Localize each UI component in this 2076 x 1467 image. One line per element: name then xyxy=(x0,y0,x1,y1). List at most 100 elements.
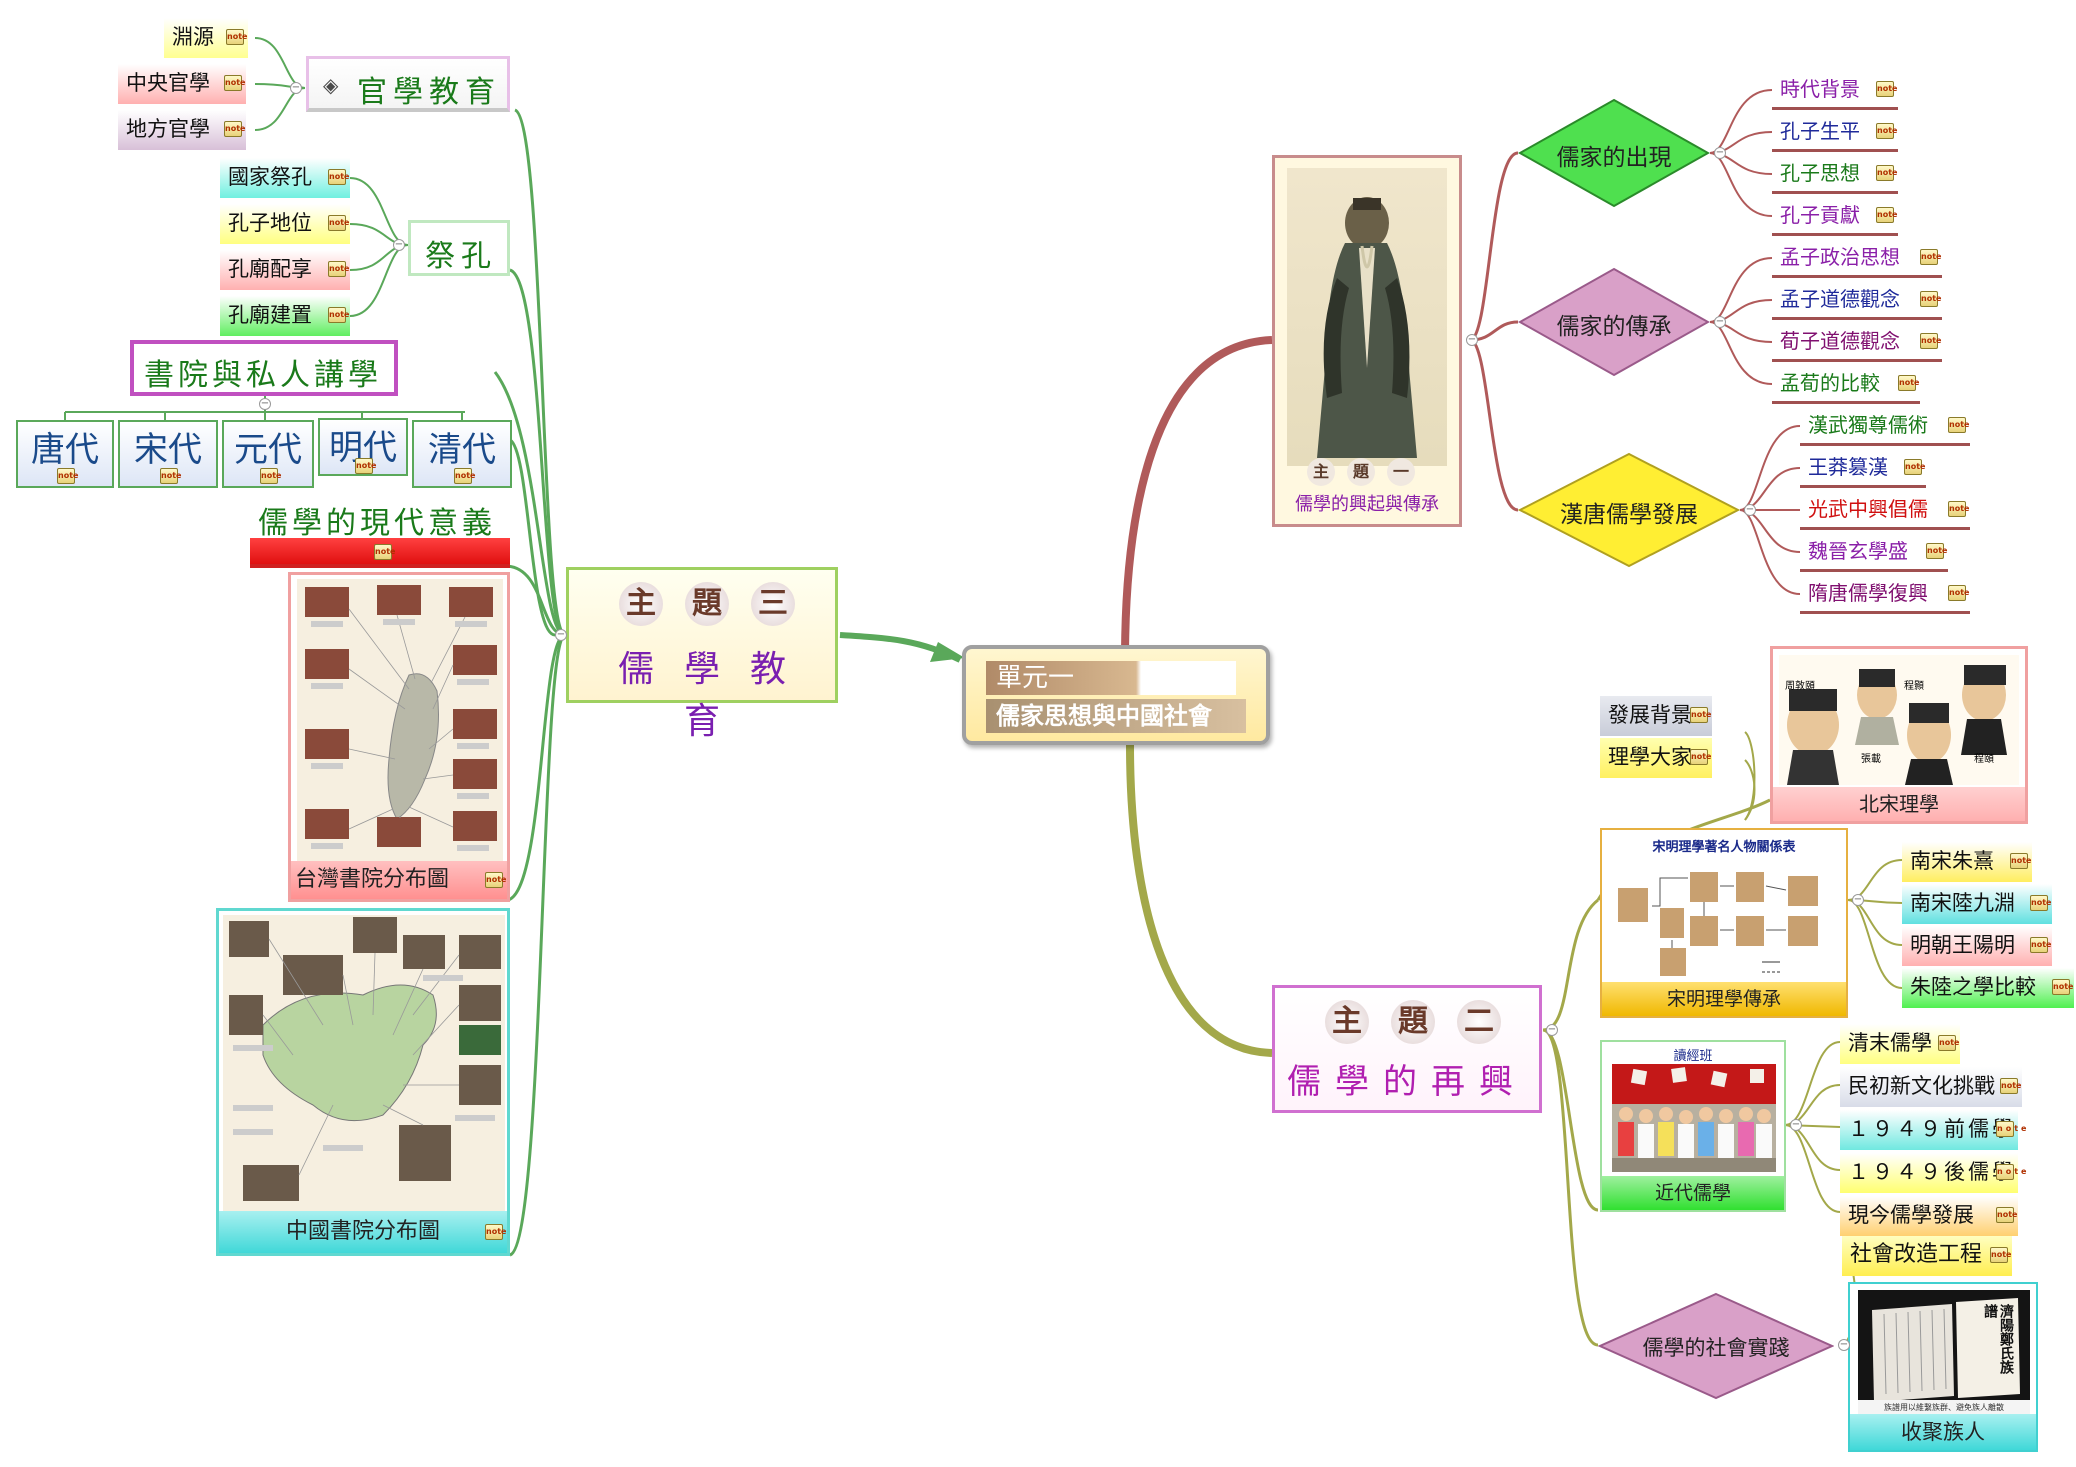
note-icon[interactable]: note xyxy=(2000,1078,2021,1094)
official-education-node[interactable]: ◈ 官學教育 xyxy=(306,56,510,112)
taiwan-academies-map-node[interactable]: 台灣書院分布圖 note xyxy=(288,572,510,902)
northern-song-node[interactable]: 周敦頤 程顥 張載 程頤 北宋理學 xyxy=(1770,646,2028,824)
note-icon[interactable]: note xyxy=(1920,291,1941,307)
note-icon[interactable]: note xyxy=(2030,895,2051,911)
china-academies-map-node[interactable]: 中國書院分布圖 note xyxy=(216,908,510,1256)
note-icon[interactable]: note xyxy=(1948,417,1969,433)
note-icon[interactable]: note xyxy=(226,29,247,45)
collapse-button[interactable]: − xyxy=(1714,316,1726,328)
note-icon[interactable]: note xyxy=(1904,459,1925,475)
note-icon[interactable]: note xyxy=(374,544,395,560)
note-icon[interactable]: note xyxy=(224,75,245,91)
topic2-node[interactable]: 主 題 二 儒學的再興 xyxy=(1272,985,1542,1113)
diamond-rujia-chuxian[interactable]: 儒家的出現 xyxy=(1518,98,1710,208)
note-icon[interactable]: note xyxy=(1876,207,1897,223)
note-icon[interactable]: note xyxy=(224,121,245,137)
note-icon[interactable]: note xyxy=(160,468,181,484)
note-icon[interactable]: note xyxy=(57,468,78,484)
note-icon[interactable]: note xyxy=(328,307,349,323)
collapse-button[interactable]: − xyxy=(290,82,302,94)
collapse-button[interactable]: − xyxy=(259,398,271,410)
note-icon[interactable]: note xyxy=(485,1224,506,1240)
collapse-button[interactable]: − xyxy=(1790,1119,1802,1131)
note-icon[interactable]: note xyxy=(1876,165,1897,181)
songming-node[interactable]: 宋明理學著名人物關係表 宋明理學傳承 xyxy=(1600,828,1848,1018)
note-icon[interactable]: note xyxy=(2010,853,2031,869)
note-icon[interactable]: note xyxy=(1948,501,1969,517)
note-icon[interactable]: note xyxy=(1920,333,1941,349)
modern-meaning-node[interactable]: 儒學的現代意義 note xyxy=(250,496,510,568)
note-icon[interactable]: note xyxy=(1920,249,1941,265)
collapse-button[interactable]: − xyxy=(1744,504,1756,516)
note-icon[interactable]: note xyxy=(454,468,475,484)
collapse-button[interactable]: − xyxy=(1466,334,1478,346)
central-node[interactable]: 單元一 儒家思想與中國社會 xyxy=(962,645,1270,745)
collapse-button[interactable]: − xyxy=(1852,894,1864,906)
diamond-rujia-chuancheng[interactable]: 儒家的傳承 xyxy=(1518,267,1710,377)
topic1-node[interactable]: 主 題 一 儒學的興起與傳承 xyxy=(1272,155,1462,527)
note-icon[interactable]: note xyxy=(1996,1207,2017,1223)
note-icon[interactable]: note xyxy=(355,458,376,474)
note-icon[interactable]: note xyxy=(328,215,349,231)
note-icon[interactable]: note xyxy=(1996,1121,2026,1137)
academies-node[interactable]: 書院與私人講學 xyxy=(130,340,398,396)
note-icon[interactable]: note xyxy=(485,872,506,888)
note-icon[interactable]: note xyxy=(1948,585,1969,601)
note-icon[interactable]: note xyxy=(1990,1247,2011,1263)
note-icon[interactable]: note xyxy=(1690,707,1711,723)
collapse-button[interactable]: − xyxy=(1546,1024,1558,1036)
diamond-hantang[interactable]: 漢唐儒學發展 xyxy=(1518,452,1740,568)
confucius-rites-node[interactable]: 祭孔 xyxy=(408,220,510,276)
collapse-button[interactable]: − xyxy=(1838,1339,1850,1351)
note-icon[interactable]: note xyxy=(1690,749,1711,765)
collapse-button[interactable]: − xyxy=(555,629,567,641)
note-icon[interactable]: note xyxy=(1926,543,1947,559)
diamond-social-practice[interactable]: 儒學的社會實踐 xyxy=(1598,1292,1834,1400)
note-icon[interactable]: note xyxy=(1876,123,1897,139)
note-icon[interactable]: note xyxy=(1938,1035,1959,1051)
collapse-button[interactable]: − xyxy=(393,239,405,251)
note-icon[interactable]: note xyxy=(1876,81,1897,97)
note-icon[interactable]: note xyxy=(328,261,349,277)
note-icon[interactable]: note xyxy=(328,169,349,185)
modern-confucianism-node[interactable]: 讀經班 近代儒學 xyxy=(1600,1040,1786,1212)
note-icon[interactable]: note xyxy=(260,468,281,484)
collapse-button[interactable]: − xyxy=(1714,147,1726,159)
genealogy-node[interactable]: 濟陽鄭氏族譜 族譜用以維繫族群、避免族人離散 收聚族人 xyxy=(1848,1282,2038,1452)
topic3-node[interactable]: 主 題 三 儒學教育 xyxy=(566,567,838,742)
